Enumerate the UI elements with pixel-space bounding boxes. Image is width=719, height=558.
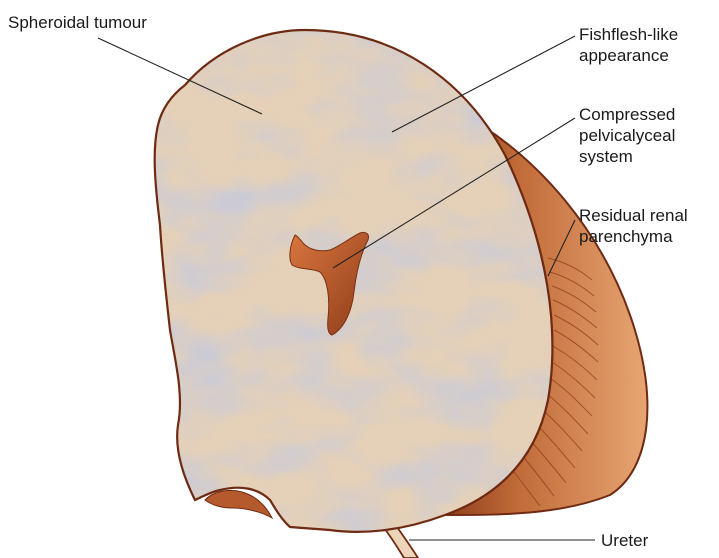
- label-ureter-line-1: Ureter: [601, 530, 648, 551]
- label-fishflesh-line-2: appearance: [579, 45, 678, 66]
- label-residual-line-2: parenchyma: [579, 226, 688, 247]
- label-residual-renal-parenchyma: Residual renal parenchyma: [579, 205, 688, 247]
- label-pelvicalyceal-line-2: pelvicalyceal: [579, 125, 675, 146]
- label-residual-line-1: Residual renal: [579, 205, 688, 226]
- label-fishflesh-appearance: Fishflesh-like appearance: [579, 24, 678, 66]
- label-fishflesh-line-1: Fishflesh-like: [579, 24, 678, 45]
- label-pelvicalyceal-line-1: Compressed: [579, 104, 675, 125]
- label-ureter: Ureter: [601, 530, 648, 551]
- label-compressed-pelvicalyceal-system: Compressed pelvicalyceal system: [579, 104, 675, 167]
- label-pelvicalyceal-line-3: system: [579, 146, 675, 167]
- label-spheroidal-line-1: Spheroidal tumour: [8, 12, 147, 33]
- label-spheroidal-tumour: Spheroidal tumour: [8, 12, 147, 33]
